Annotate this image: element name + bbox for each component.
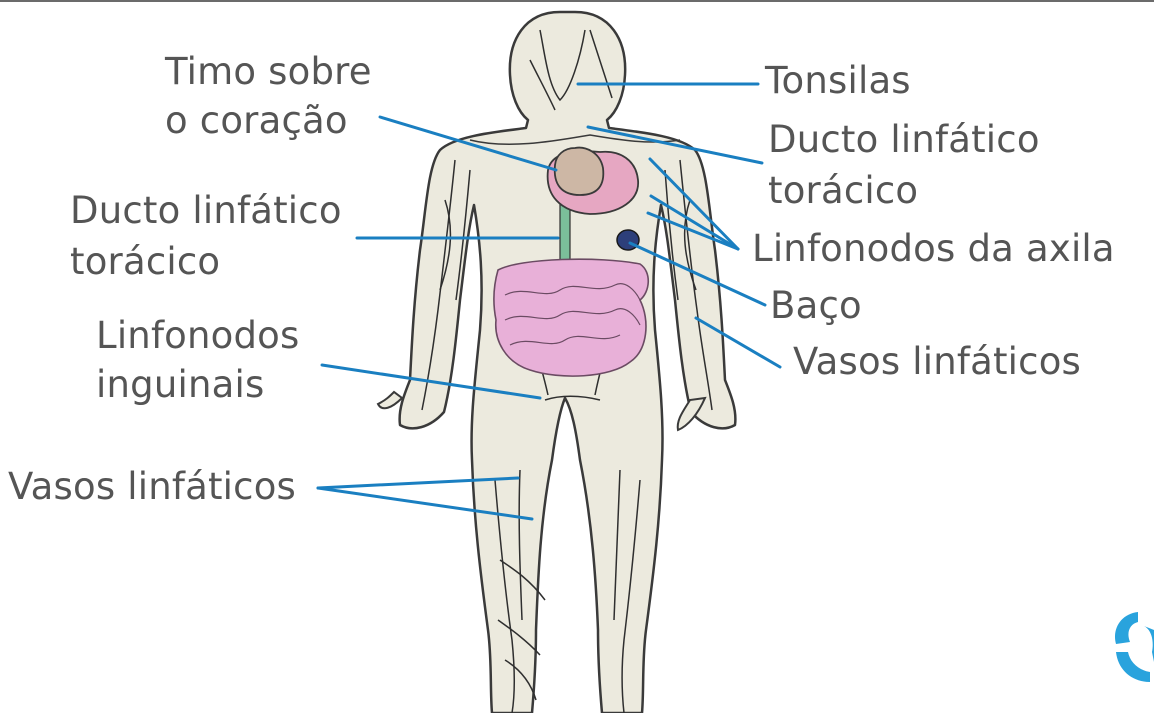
intestines-organ xyxy=(494,259,648,376)
left-hand xyxy=(378,392,402,408)
logo-mark-icon xyxy=(1115,612,1154,682)
label-ducto-left-line2: torácico xyxy=(70,239,220,284)
label-vasos-linfaticos-left: Vasos linfáticos xyxy=(8,464,296,509)
label-timo-line2: o coração xyxy=(165,98,348,143)
human-body-figure xyxy=(378,12,735,713)
label-linfonodos-inguinais-line1: Linfonodos xyxy=(96,313,300,358)
label-ducto-left-line1: Ducto linfático xyxy=(70,188,342,233)
thymus-organ xyxy=(555,148,604,195)
label-linfonodos-axila: Linfonodos da axila xyxy=(752,226,1115,271)
label-linfonodos-inguinais-line2: inguinais xyxy=(96,362,264,407)
label-ducto-right-line1: Ducto linfático xyxy=(768,117,1040,162)
label-timo-line1: Timo sobre xyxy=(165,49,372,94)
label-tonsilas: Tonsilas xyxy=(765,58,911,103)
label-baco: Baço xyxy=(770,283,862,328)
label-ducto-right-line2: torácico xyxy=(768,168,918,213)
label-vasos-linfaticos-right: Vasos linfáticos xyxy=(793,339,1081,384)
